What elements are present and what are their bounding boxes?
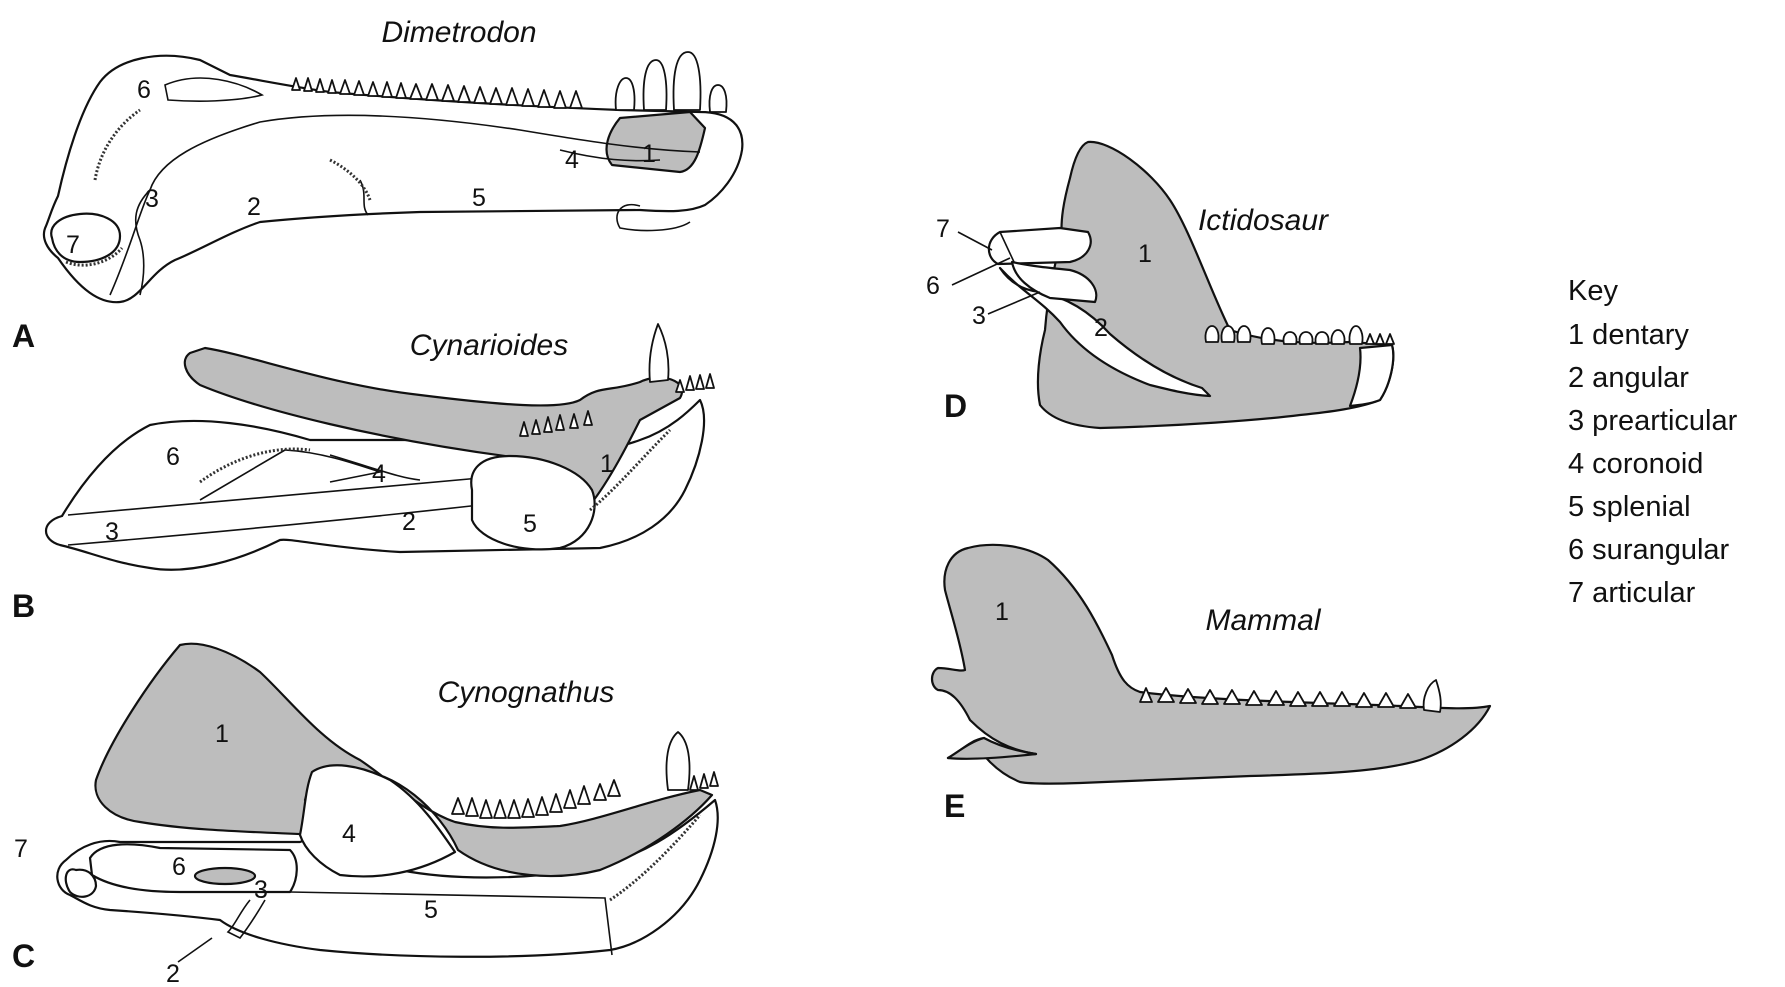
key-item-splenial: 5 splenial	[1568, 491, 1691, 523]
label-3: 3	[105, 518, 119, 546]
label-4: 4	[565, 146, 579, 174]
key-item-angular: 2 angular	[1568, 362, 1689, 394]
panel-e-mammal-jaw	[932, 545, 1490, 784]
label-3: 3	[254, 876, 268, 904]
label-1: 1	[642, 140, 656, 168]
panel-a-title: Dimetrodon	[381, 16, 536, 49]
label-4: 4	[372, 460, 386, 488]
panel-d-letter: D	[944, 388, 967, 424]
panel-d-title: Ictidosaur	[1198, 204, 1329, 237]
key-item-coronoid: 4 coronoid	[1568, 448, 1703, 480]
panel-c-letter: C	[12, 938, 35, 974]
label-2: 2	[166, 960, 180, 987]
panel-c-cynognathus-jaw	[57, 644, 718, 957]
label-2: 2	[402, 508, 416, 536]
label-7: 7	[66, 231, 80, 259]
label-3: 3	[972, 302, 986, 330]
label-5: 5	[424, 896, 438, 924]
label-3: 3	[145, 185, 159, 213]
label-7: 7	[936, 215, 950, 243]
panel-d-ictidosaur-jaw	[989, 142, 1394, 428]
key-item-articular: 7 articular	[1568, 577, 1696, 609]
label-1: 1	[600, 450, 614, 478]
label-4: 4	[342, 820, 356, 848]
panel-e-letter: E	[944, 788, 965, 824]
key-title: Key	[1568, 275, 1618, 307]
panel-c-title: Cynognathus	[438, 676, 615, 709]
panel-d-teeth	[1205, 326, 1394, 344]
label-6: 6	[137, 76, 151, 104]
label-2: 2	[247, 193, 261, 221]
key-item-dentary: 1 dentary	[1568, 319, 1689, 351]
label-7: 7	[14, 835, 28, 863]
key-legend: Key 1 dentary 2 angular 3 prearticular 4…	[1568, 275, 1738, 609]
panel-e-title: Mammal	[1205, 604, 1321, 637]
label-1: 1	[995, 598, 1009, 626]
label-5: 5	[472, 184, 486, 212]
label-2: 2	[1094, 314, 1108, 342]
key-item-prearticular: 3 prearticular	[1568, 405, 1738, 437]
key-item-surangular: 6 surangular	[1568, 534, 1730, 566]
label-1: 1	[215, 720, 229, 748]
panel-b-letter: B	[12, 588, 35, 624]
panel-a-letter: A	[12, 318, 35, 354]
label-6: 6	[926, 272, 940, 300]
label-6: 6	[166, 443, 180, 471]
panel-b-title: Cynarioides	[410, 329, 568, 362]
label-5: 5	[523, 510, 537, 538]
panel-b-cynarioides-jaw	[46, 324, 714, 570]
label-2-leader	[178, 938, 212, 962]
label-6: 6	[172, 853, 186, 881]
label-1: 1	[1138, 240, 1152, 268]
